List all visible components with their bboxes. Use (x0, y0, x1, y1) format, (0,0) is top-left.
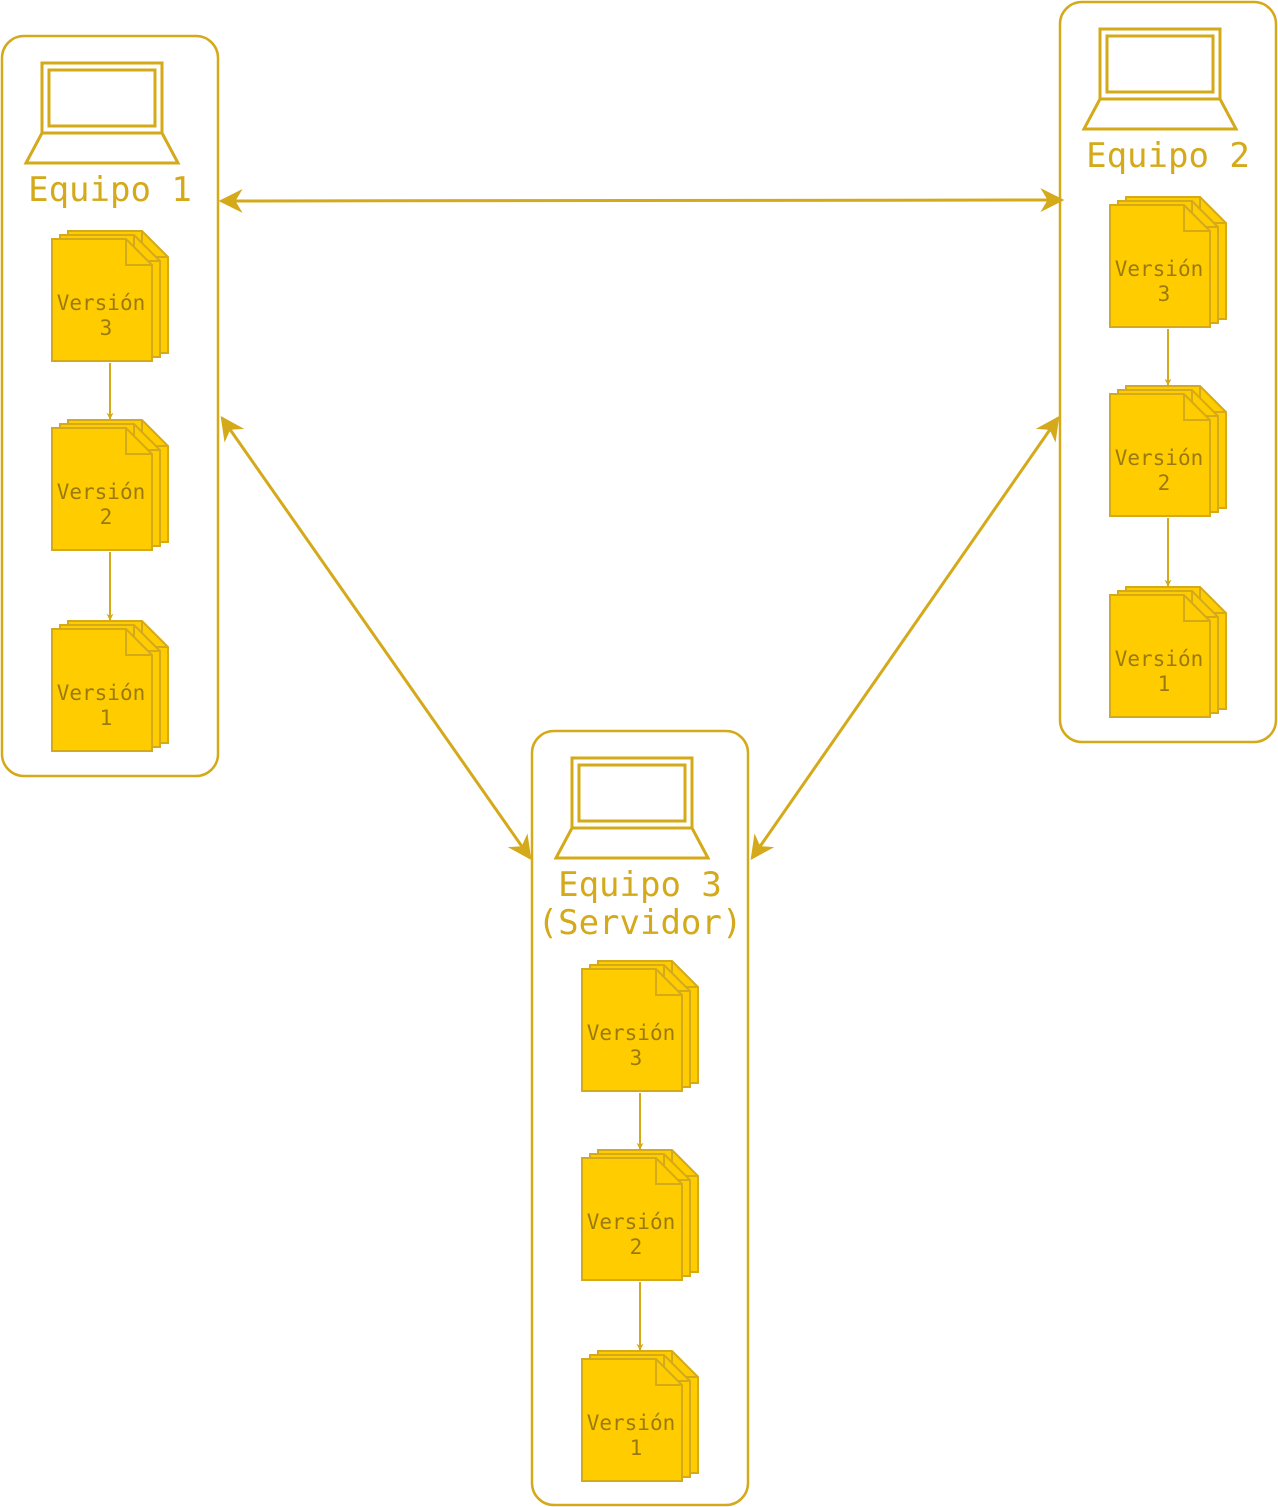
node-container (0, 34, 220, 778)
version-label: Versión (57, 681, 146, 705)
version-number: 2 (100, 505, 113, 529)
node-label: Equipo 3 (558, 865, 722, 905)
node-label: (Servidor) (538, 903, 743, 943)
connection-equipo-1-equipo-3 (220, 416, 532, 860)
connections-layer (218, 188, 1065, 860)
version-number: 3 (630, 1046, 643, 1070)
node-label: Equipo 1 (28, 170, 192, 210)
version-label: Versión (1115, 257, 1204, 281)
document-page (581, 968, 683, 1092)
version-number: 2 (630, 1235, 643, 1259)
document-page (1109, 594, 1211, 718)
version-number: 1 (1158, 672, 1171, 696)
document-page (1109, 204, 1211, 328)
node-container (530, 729, 750, 1507)
version-number: 3 (1158, 282, 1171, 306)
version-label: Versión (57, 291, 146, 315)
document-page (51, 238, 153, 362)
document-page (51, 427, 153, 551)
laptop-icon (1081, 27, 1239, 131)
version-number: 3 (100, 316, 113, 340)
connection-equipo-1-equipo-2 (218, 188, 1065, 213)
document-page (51, 628, 153, 752)
version-label: Versión (587, 1021, 676, 1045)
version-label: Versión (1115, 446, 1204, 470)
version-number: 2 (1158, 471, 1171, 495)
node-equipo-3: Equipo 3(Servidor)Versión3Versión2Versió… (530, 729, 750, 1507)
laptop-icon (553, 756, 711, 860)
laptop-icon (23, 61, 181, 165)
document-page (1109, 393, 1211, 517)
version-label: Versión (587, 1210, 676, 1234)
connection-equipo-2-equipo-3 (750, 416, 1060, 860)
document-page (581, 1358, 683, 1482)
version-label: Versión (57, 480, 146, 504)
node-label: Equipo 2 (1086, 136, 1250, 176)
node-container (1058, 0, 1278, 744)
version-label: Versión (587, 1411, 676, 1435)
version-label: Versión (1115, 647, 1204, 671)
document-page (581, 1157, 683, 1281)
version-number: 1 (100, 706, 113, 730)
version-number: 1 (630, 1436, 643, 1460)
